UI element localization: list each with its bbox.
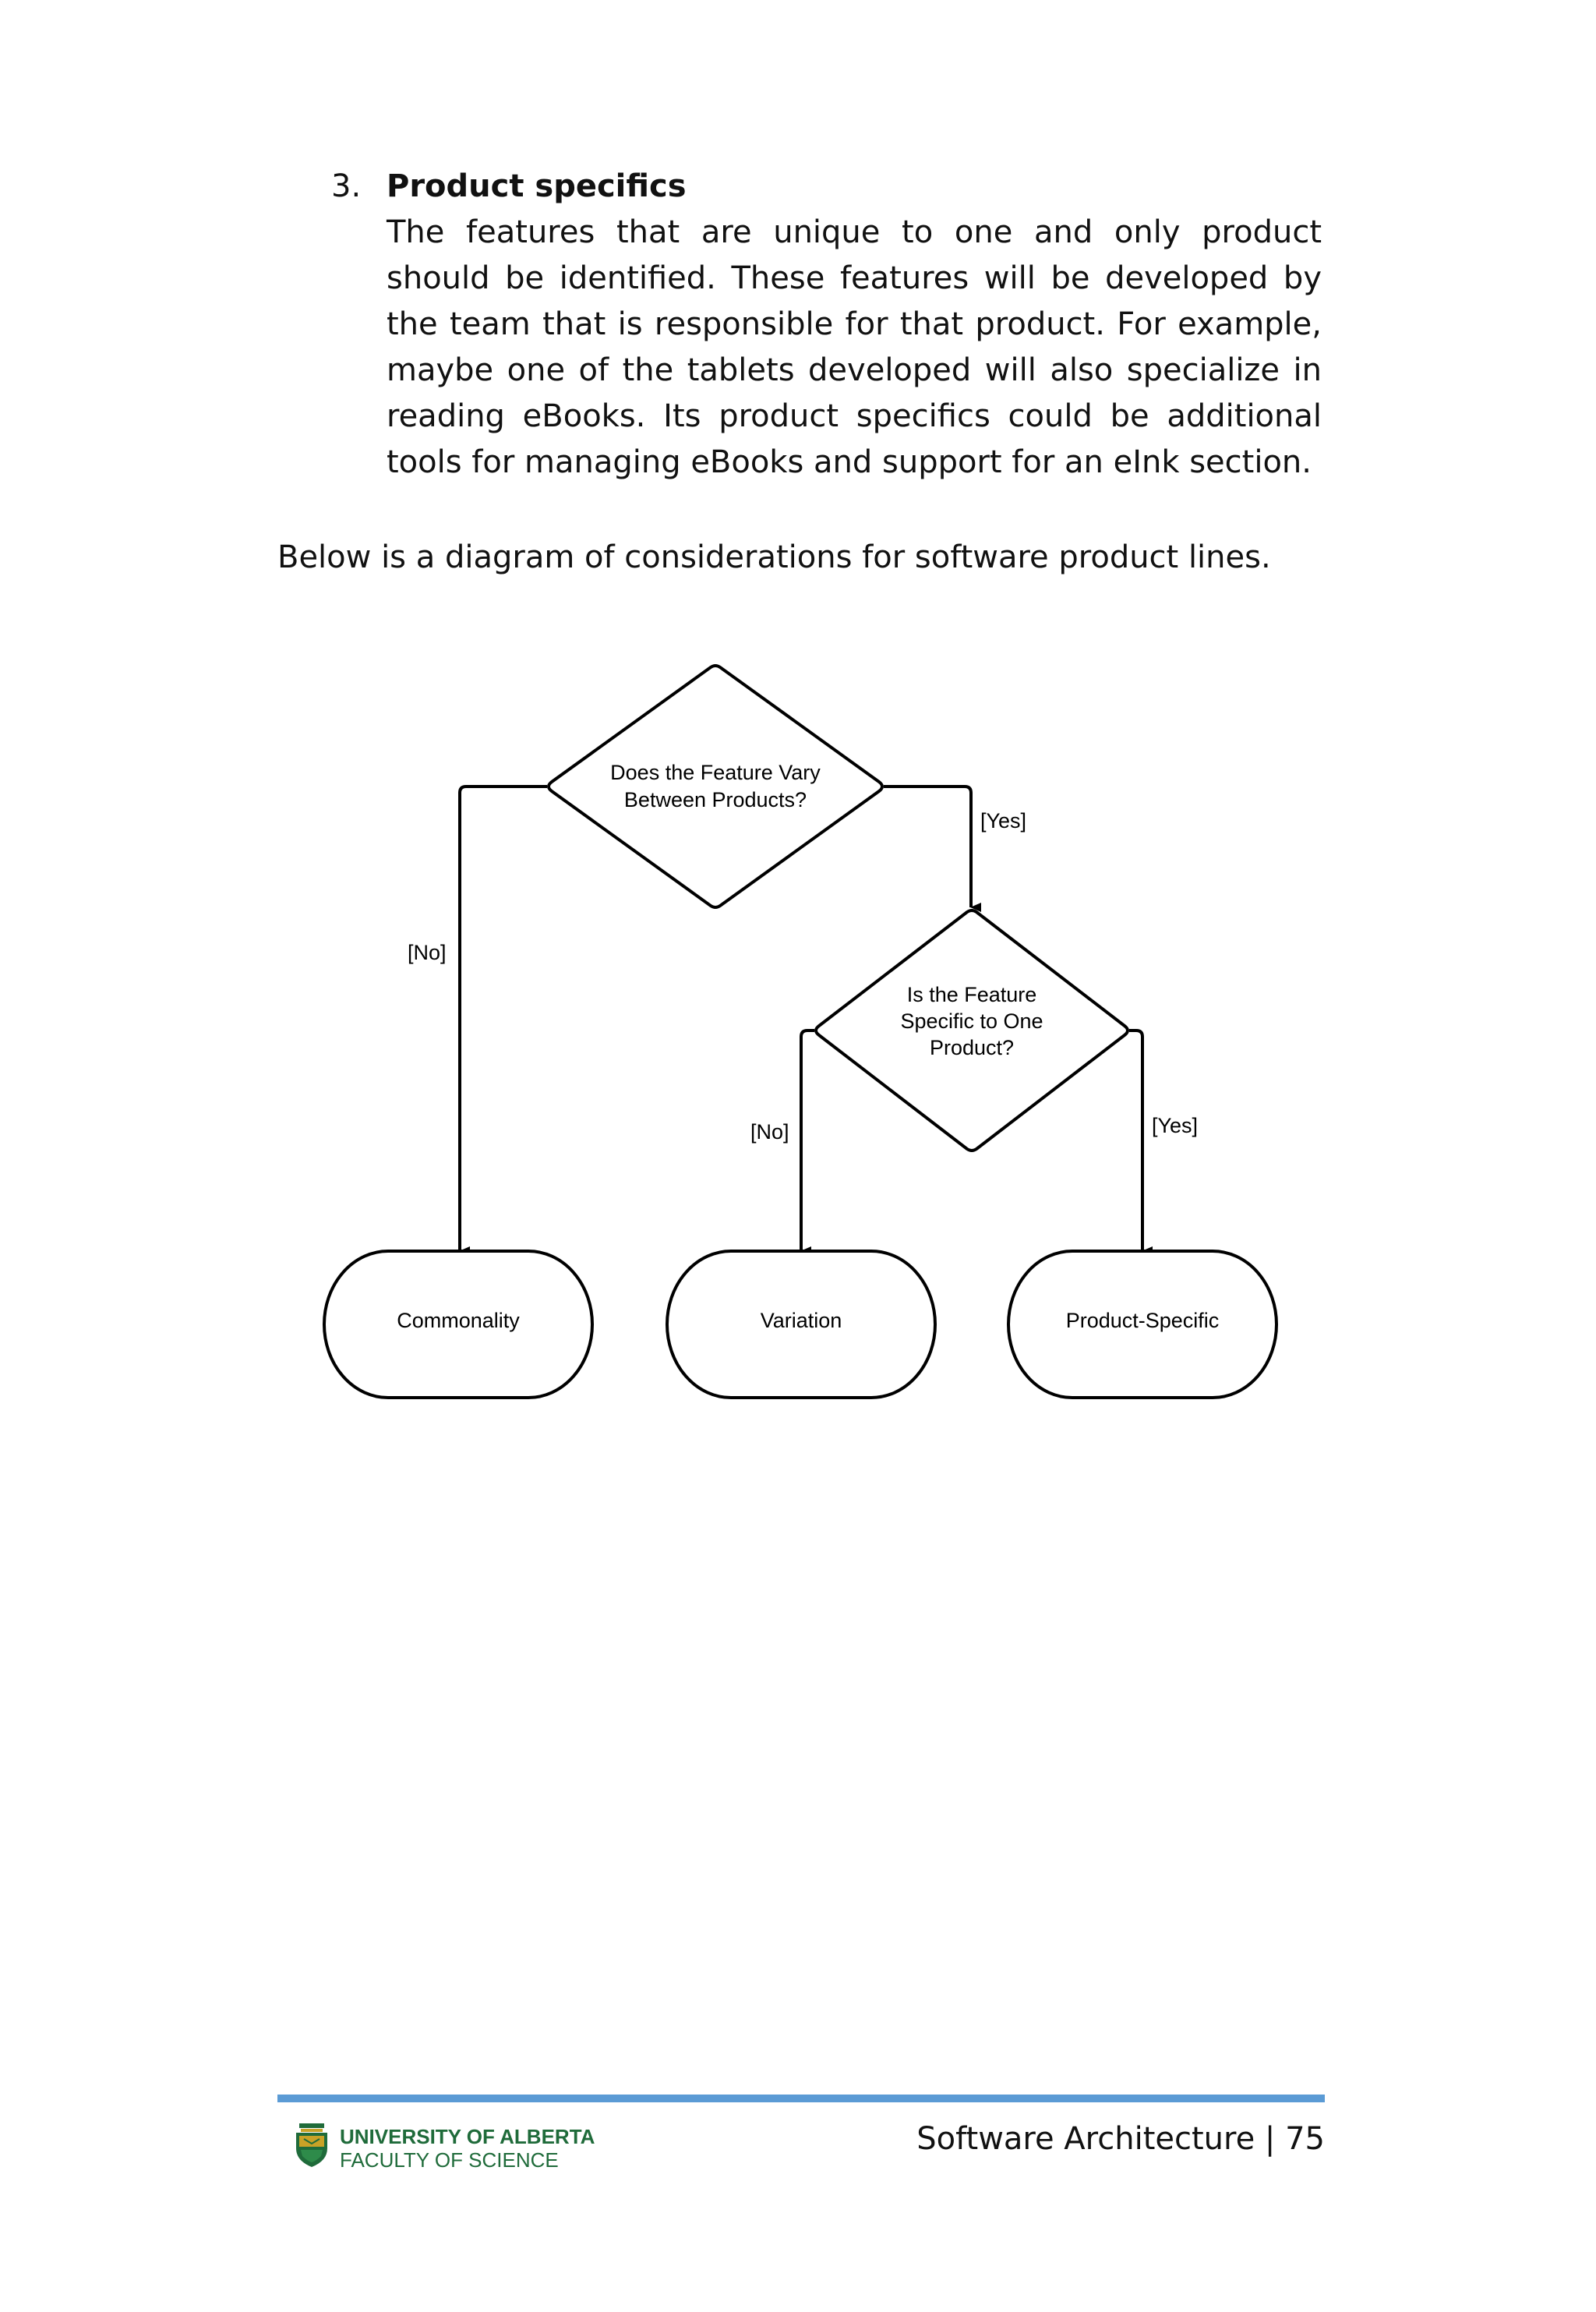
edge-yes-2-line xyxy=(1129,1029,1153,1256)
edge-yes-1-line xyxy=(884,785,981,912)
decision-2-text-line1: Is the Feature xyxy=(907,983,1037,1006)
outcome-variation-shape xyxy=(666,1250,937,1399)
footer-org-line2: FACULTY OF SCIENCE xyxy=(340,2148,559,2172)
edge-no-1-line xyxy=(458,785,547,1256)
outcome-commonality-shape xyxy=(323,1250,594,1399)
decision-2-text-line2: Specific to One xyxy=(900,1009,1043,1033)
intro-paragraph: Below is a diagram of considerations for… xyxy=(277,539,1271,575)
decision-1-diamond xyxy=(547,664,884,909)
footer-page-label: Software Architecture | 75 xyxy=(916,2121,1325,2157)
edge-no-2-line xyxy=(800,1029,814,1256)
decision-2-text-line3: Product? xyxy=(930,1036,1014,1059)
list-item-number: 3. xyxy=(331,168,362,204)
outcome-commonality-text: Commonality xyxy=(397,1309,520,1332)
edge-no-2-label: [No] xyxy=(750,1120,789,1144)
edge-yes-1-label: [Yes] xyxy=(980,809,1026,833)
list-item-body: The features that are unique to one and … xyxy=(387,214,1322,480)
decision-1-text-line2: Between Products? xyxy=(624,788,807,811)
footer-org-line1: UNIVERSITY OF ALBERTA xyxy=(340,2125,595,2148)
outcome-product-specific-shape xyxy=(1007,1250,1278,1399)
edge-yes-2-label: [Yes] xyxy=(1152,1114,1198,1137)
edge-no-1-label: [No] xyxy=(408,941,447,964)
footer-rule xyxy=(277,2095,1325,2102)
decision-2-diamond xyxy=(814,909,1129,1152)
outcome-product-specific-text: Product-Specific xyxy=(1066,1309,1220,1332)
decision-1-text-line1: Does the Feature Vary xyxy=(610,761,821,784)
list-item-title: Product specifics xyxy=(387,168,687,204)
footer-organization: UNIVERSITY OF ALBERTA FACULTY OF SCIENCE xyxy=(340,2125,595,2172)
outcome-variation-text: Variation xyxy=(761,1309,842,1332)
university-crest-icon xyxy=(296,2123,327,2167)
